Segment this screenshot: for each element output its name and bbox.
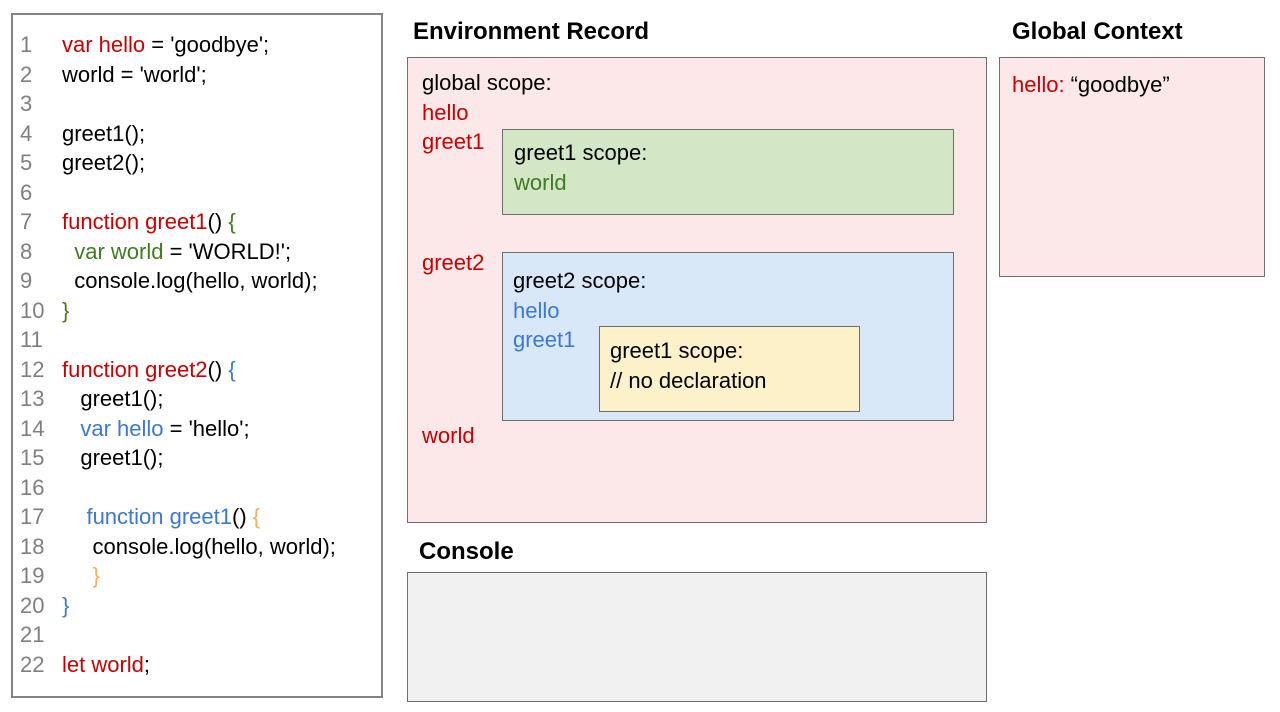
code-text: function greet1() { [86,504,261,529]
code-line: 3 [20,89,381,119]
greet2-scope-label: greet2 scope: [513,268,647,293]
global-scope-label: global scope: [422,70,552,95]
line-number: 8 [20,238,33,264]
code-text: var hello = 'hello'; [80,415,250,441]
code-text: console.log(hello, world); [62,533,336,559]
greet1-var-world: world [514,169,567,195]
line-number: 21 [20,622,45,647]
global-context-title: Global Context [1012,18,1183,45]
code-line: 4 greet1(); [20,119,381,149]
global-context-entry: hello:“goodbye” [1012,70,1264,100]
code-line: 9 console.log(hello, world); [20,266,381,296]
code-line: 12 function greet2() { [20,355,381,385]
code-text: function greet1() { [62,209,236,234]
code-line: 15 greet1(); [20,443,381,473]
line-number: 12 [20,356,45,382]
line-number: 20 [20,592,45,618]
code-text: var hello = 'goodbye'; [62,32,270,57]
greet1-scope-box: greet1 scope: world [502,129,954,215]
line-number: 15 [20,445,45,470]
code-text: console.log(hello, world); [62,268,318,293]
code-line: 16 [20,473,381,503]
line-number: 6 [20,179,33,205]
code-line: 17 function greet1() { [20,502,381,532]
line-number: 18 [20,533,45,559]
line-number: 16 [20,474,45,500]
no-declaration-comment: // no declaration [610,367,767,393]
line-number: 19 [20,563,45,588]
code-line: 7 function greet1() { [20,207,381,237]
global-context-box: hello:“goodbye” [999,57,1265,277]
greet2-scope-header: greet2 scope: hello greet1 [513,266,646,355]
code-text: greet2(); [62,150,146,175]
code-line: 22 let world; [20,650,381,680]
code-text: } [62,592,70,618]
code-line: 20} [20,591,381,621]
line-number: 22 [20,651,45,677]
global-var-greet1: greet1 [422,129,485,154]
code-line: 18 console.log(hello, world); [20,532,381,562]
code-text: } [62,563,100,588]
code-line: 13 greet1(); [20,384,381,414]
global-var-greet2: greet2 [422,250,485,275]
code-text: } [62,297,70,323]
code-line: 1 var hello = 'goodbye'; [20,30,381,60]
line-number: 11 [20,327,43,352]
code-line: 10} [20,296,381,326]
line-number: 10 [20,297,45,323]
code-line: 8 var world = 'WORLD!'; [20,237,381,267]
code-line: 19 } [20,561,381,591]
code-text: greet1(); [62,386,164,411]
code-line: 6 [20,178,381,208]
code-text: greet1(); [62,120,146,146]
line-number: 4 [20,120,33,146]
code-line: 14 var hello = 'hello'; [20,414,381,444]
line-number: 5 [20,150,33,175]
code-line: 2 world = 'world'; [20,60,381,90]
environment-record-title: Environment Record [413,18,650,45]
code-text: function greet2() { [62,356,236,382]
greet2-scope-box: greet2 scope: hello greet1 greet1 scope:… [502,252,954,421]
code-text: let world; [62,651,151,677]
global-scope-box: global scope: hello greet1 greet2 world … [407,57,987,523]
greet2-var-hello: hello [513,297,560,323]
nested-greet1-scope-label: greet1 scope: [610,338,744,363]
global-scope-header: global scope: hello greet1 [422,68,552,157]
console-output-box [407,572,987,702]
code-line: 5 greet2(); [20,148,381,178]
code-editor: 1 var hello = 'goodbye'; 2 world = 'world';… [11,13,383,698]
global-var-hello: hello [422,99,469,125]
code-text: var world = 'WORLD!'; [74,238,292,264]
line-number: 17 [20,504,45,529]
greet2-var-greet1: greet1 [513,327,576,352]
code-line: 21 [20,620,381,650]
line-number: 13 [20,386,45,411]
global-var-world: world [422,423,475,448]
nested-greet1-scope-box: greet1 scope: // no declaration [599,326,860,412]
greet1-scope-label: greet1 scope: [514,140,648,165]
binding-value: “goodbye” [1070,72,1170,97]
line-number: 14 [20,415,45,441]
line-number: 1 [20,32,33,57]
line-number: 9 [20,268,33,293]
binding-name: hello: [1012,72,1065,97]
line-number: 7 [20,209,33,234]
code-text: greet1(); [62,445,164,470]
code-text: world = 'world'; [62,61,207,87]
code-line: 11 [20,325,381,355]
console-title: Console [419,538,514,565]
line-number: 2 [20,61,33,87]
line-number: 3 [20,91,33,116]
